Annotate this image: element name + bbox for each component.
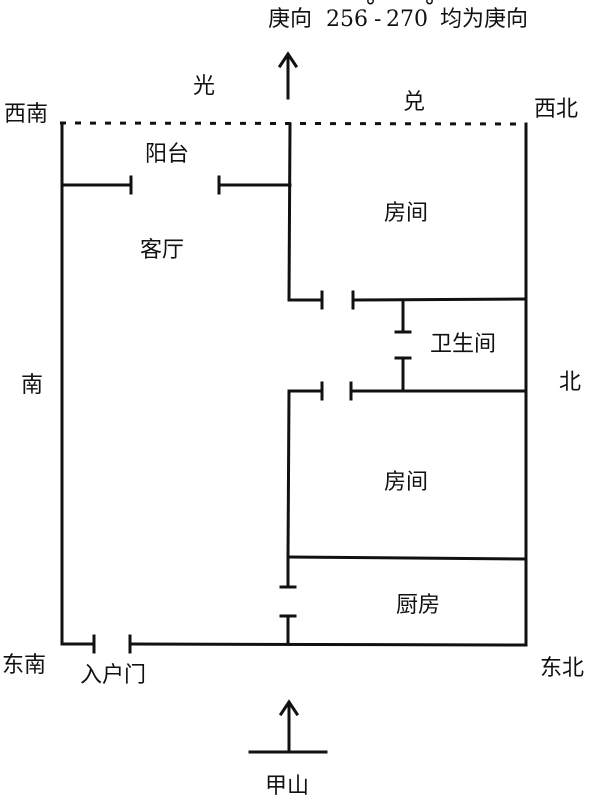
dui-label: 兑	[403, 90, 425, 115]
light-label: 光	[193, 74, 215, 99]
direction-southwest: 西南	[4, 102, 48, 127]
bedroom-bottom-walls	[286, 381, 528, 559]
kitchen-walls	[279, 555, 528, 646]
top-arrow-icon	[277, 51, 299, 100]
room-living: 客厅	[140, 238, 184, 263]
direction-northwest: 西北	[534, 97, 578, 122]
heading-prefix: 庚向	[268, 7, 312, 32]
balcony-partition	[60, 175, 292, 195]
room-bedroom-top: 房间	[384, 201, 428, 226]
direction-southeast: 东南	[2, 653, 46, 678]
heading-degree-1: °	[365, 0, 376, 20]
bottom-wall	[60, 634, 528, 654]
direction-north: 北	[559, 370, 581, 395]
room-balcony: 阳台	[145, 142, 189, 167]
room-entrance-door: 入户门	[80, 663, 146, 688]
bottom-arrow-icon	[248, 699, 328, 754]
room-kitchen: 厨房	[396, 593, 440, 618]
top-dashed-wall	[59, 121, 528, 126]
heading-degree-2: °	[424, 0, 435, 20]
heading-dash: -	[374, 7, 381, 32]
bedroom-top-walls	[287, 122, 528, 310]
heading-suffix: 均为庚向	[440, 7, 528, 32]
direction-northeast: 东北	[540, 656, 584, 681]
room-bedroom-bottom: 房间	[384, 470, 428, 495]
bathroom-door	[394, 298, 412, 393]
direction-south: 南	[21, 373, 43, 398]
heading-range-end: 270	[386, 7, 428, 32]
mountain-label: 甲山	[265, 774, 309, 799]
heading-range-start: 256	[326, 7, 368, 32]
room-bathroom: 卫生间	[430, 332, 496, 357]
